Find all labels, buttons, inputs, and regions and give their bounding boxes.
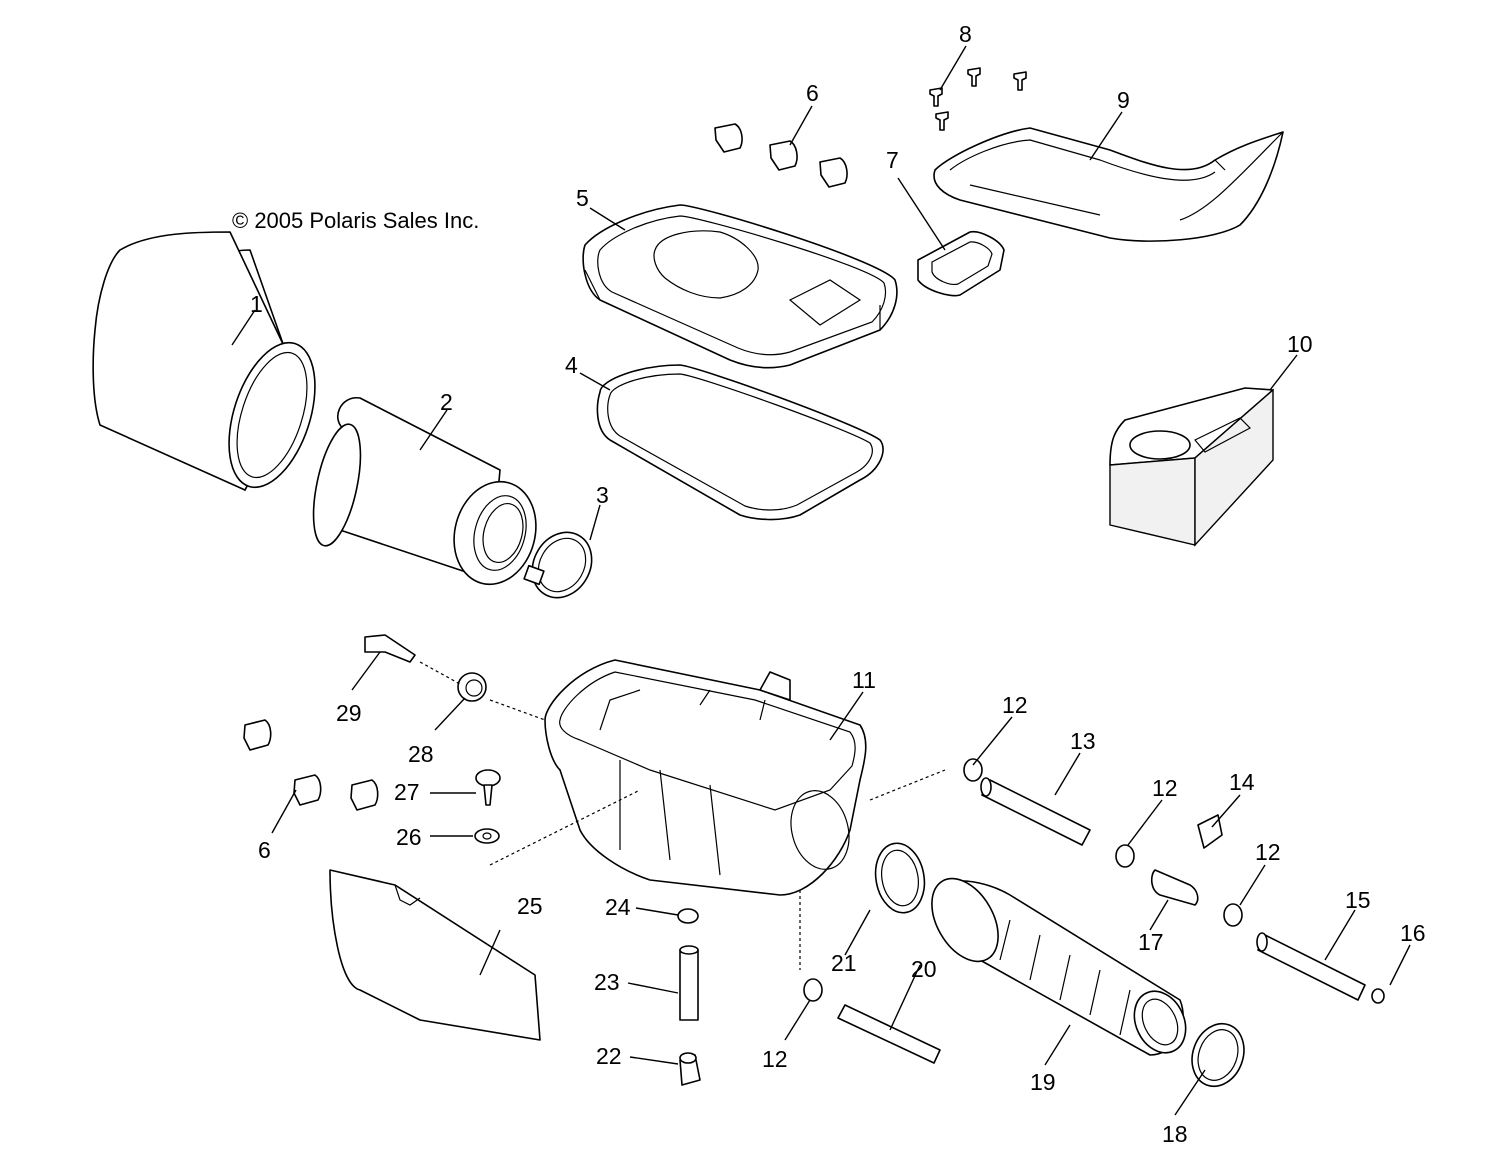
- callout-20: 20: [911, 956, 937, 982]
- callout-13: 13: [1070, 728, 1096, 754]
- callout-17: 17: [1138, 929, 1164, 955]
- part-5-airbox-cover: [582, 204, 898, 369]
- callout-3: 3: [596, 482, 609, 508]
- callout-25: 25: [517, 893, 543, 919]
- part-8-screws: [929, 67, 1027, 131]
- callout-29: 29: [336, 700, 362, 726]
- part-1-prefilter: [92, 231, 316, 491]
- callout-12-b: 12: [1152, 775, 1178, 801]
- callout-labels: 1 2 3 4 5 6 7 8 9 10 11 12 13 12 14 12 1…: [250, 21, 1426, 1147]
- part-15-hose: [1256, 932, 1366, 1001]
- callout-28: 28: [408, 741, 434, 767]
- part-13-hose: [980, 777, 1091, 846]
- callout-9: 9: [1117, 87, 1130, 113]
- part-2-air-filter: [312, 397, 537, 586]
- part-22-fitting: [679, 1052, 701, 1086]
- part-20-hose: [837, 1004, 941, 1064]
- part-12-clamps: [803, 758, 1243, 1002]
- callout-1: 1: [250, 291, 263, 317]
- part-4-gasket: [596, 364, 884, 521]
- part-3-clamp: [523, 531, 593, 599]
- callout-16: 16: [1400, 920, 1426, 946]
- part-29-drain: [364, 634, 416, 663]
- callout-22: 22: [596, 1043, 622, 1069]
- part-6-clips-top: [714, 123, 848, 188]
- callout-12-d: 12: [762, 1046, 788, 1072]
- part-17-valve: [1150, 869, 1199, 906]
- part-9-intake-duct: [933, 127, 1284, 242]
- callout-23: 23: [594, 969, 620, 995]
- callout-2: 2: [440, 389, 453, 415]
- part-21-ring: [874, 842, 926, 914]
- callout-26: 26: [396, 824, 422, 850]
- callout-11: 11: [852, 667, 876, 693]
- callout-27: 27: [394, 779, 420, 805]
- leader-lines: [231, 45, 1411, 1116]
- part-10-foam-block: [1109, 387, 1274, 547]
- part-6-clips-left: [243, 719, 379, 811]
- part-26-washer: [474, 828, 500, 844]
- callout-12-c: 12: [1255, 839, 1281, 865]
- callout-12-a: 12: [1002, 692, 1028, 718]
- part-18-clamp: [1191, 1022, 1245, 1088]
- part-27-bolt: [475, 769, 501, 806]
- callout-14: 14: [1229, 769, 1255, 795]
- copyright-text: © 2005 Polaris Sales Inc.: [232, 208, 479, 233]
- callout-24: 24: [605, 894, 631, 920]
- callout-10: 10: [1287, 331, 1313, 357]
- part-19-intake-boot: [931, 877, 1187, 1056]
- callout-7: 7: [886, 147, 899, 173]
- callout-8: 8: [959, 21, 972, 47]
- callout-4: 4: [565, 352, 578, 378]
- callout-6: 6: [806, 80, 819, 106]
- callout-18: 18: [1162, 1121, 1188, 1147]
- callout-15: 15: [1345, 887, 1371, 913]
- callout-21: 21: [831, 950, 857, 976]
- callout-5: 5: [576, 185, 589, 211]
- part-11-airbox-base: [544, 659, 867, 896]
- part-7-plate: [917, 230, 1005, 297]
- callout-19: 19: [1030, 1069, 1056, 1095]
- assembly-lines: [419, 661, 946, 970]
- part-24-clip: [677, 908, 699, 924]
- part-28-grommet: [457, 672, 487, 702]
- part-25-sheet: [329, 869, 541, 1041]
- part-23-tube: [679, 945, 699, 1021]
- callout-6-b: 6: [258, 837, 271, 863]
- part-16-clip: [1371, 988, 1385, 1004]
